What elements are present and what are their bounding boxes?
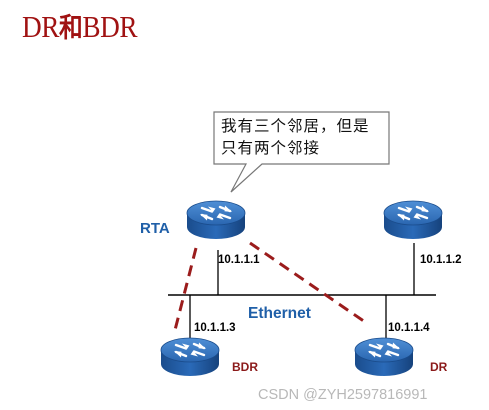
rta-ip: 10.1.1.1 bbox=[218, 254, 260, 266]
callout-line-1: 我有三个邻居，但是 bbox=[221, 117, 370, 135]
r2-ip: 10.1.1.2 bbox=[420, 254, 462, 266]
title-bdr: BDR bbox=[82, 9, 138, 44]
bdr-ip: 10.1.1.3 bbox=[194, 322, 236, 334]
router-rta-icon bbox=[185, 199, 247, 241]
router-2-icon bbox=[382, 199, 444, 241]
title-dr: DR bbox=[22, 9, 60, 44]
adjacency-rta-bdr bbox=[172, 247, 198, 335]
callout-text: 我有三个邻居，但是 只有两个邻接 bbox=[221, 115, 389, 159]
watermark-text: CSDN @ZYH2597816991 bbox=[258, 387, 427, 403]
router-dr-icon bbox=[353, 336, 415, 378]
adjacency-rta-dr bbox=[249, 241, 369, 326]
rta-name: RTA bbox=[140, 220, 170, 237]
page-title: DR和BDR bbox=[22, 6, 138, 45]
dr-ip: 10.1.1.4 bbox=[388, 322, 430, 334]
title-and: 和 bbox=[59, 13, 83, 44]
router-bdr-icon bbox=[159, 336, 221, 378]
callout-line-2: 只有两个邻接 bbox=[221, 139, 321, 157]
bdr-role: BDR bbox=[232, 360, 258, 374]
dr-role: DR bbox=[430, 360, 448, 374]
callout-bubble bbox=[213, 111, 390, 193]
ethernet-label: Ethernet bbox=[248, 305, 311, 322]
